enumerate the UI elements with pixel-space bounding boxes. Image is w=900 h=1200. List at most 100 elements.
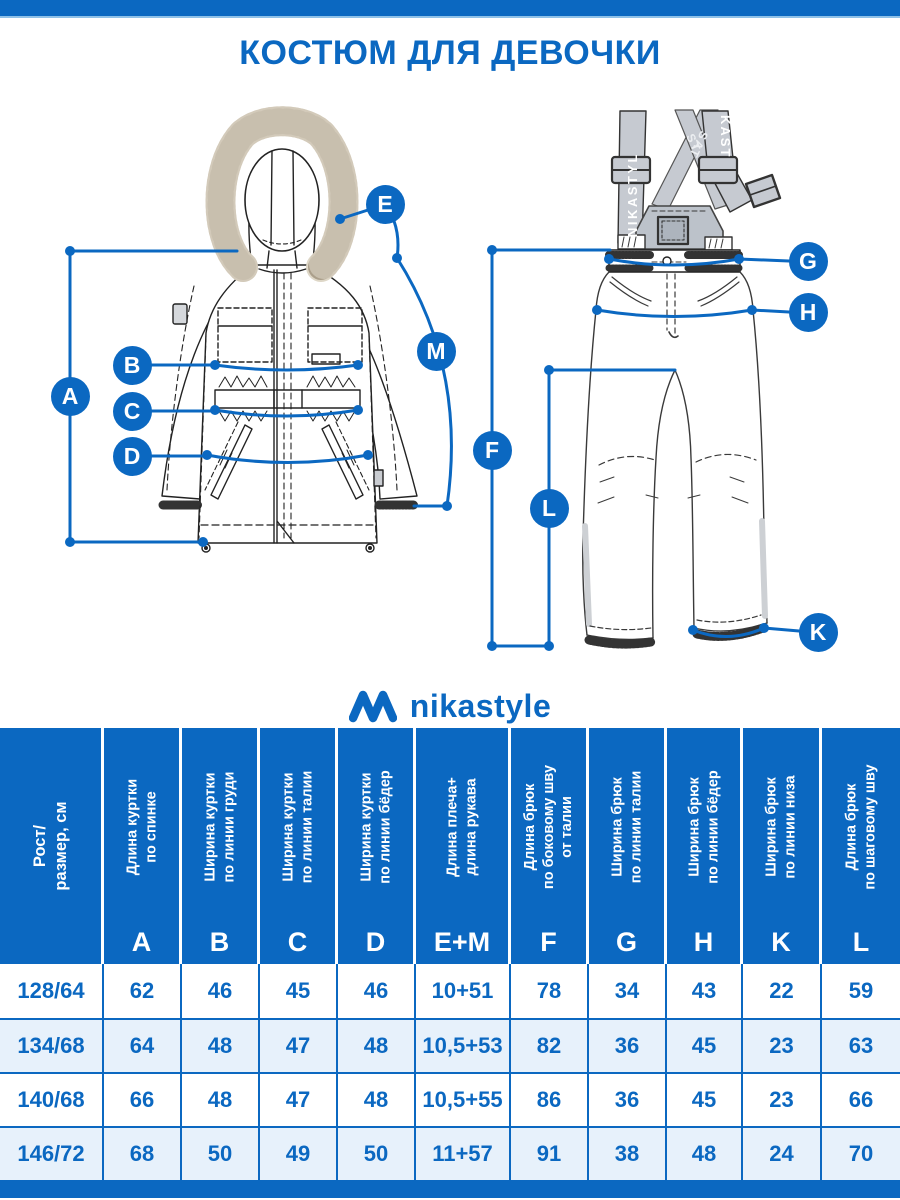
header-col-G: Ширина брюк по линии талии G [589, 728, 667, 964]
value-cell: 86 [511, 1072, 589, 1126]
header-desc: Длина брюк по шаговому шву [843, 764, 878, 890]
header-desc: Длина плеча+ длина рукава [444, 777, 479, 877]
measure-bubble-D: D [112, 436, 152, 476]
measure-bubble-F: F [472, 430, 512, 470]
header-desc: Ширина куртки по линии талии [279, 770, 315, 884]
value-cell: 63 [822, 1018, 900, 1072]
header-letter: H [693, 927, 714, 957]
value-cell: 45 [260, 964, 338, 1018]
measure-bubble-M: M [416, 331, 456, 371]
value-cell: 11+57 [416, 1126, 511, 1180]
value-cell: 48 [338, 1018, 416, 1072]
header-letter: G [615, 927, 637, 957]
size-cell: 146/72 [0, 1126, 104, 1180]
value-cell: 78 [511, 964, 589, 1018]
header-letter: C [287, 927, 308, 957]
top-accent-bar [0, 0, 900, 18]
value-cell: 45 [667, 1018, 743, 1072]
value-cell: 50 [182, 1126, 260, 1180]
value-cell: 48 [338, 1072, 416, 1126]
value-cell: 36 [589, 1018, 667, 1072]
value-cell: 10,5+55 [416, 1072, 511, 1126]
measure-letter: C [123, 397, 141, 424]
table-row: 128/64 62 46 45 46 10+51 78 34 43 22 59 [0, 964, 900, 1018]
value-cell: 70 [822, 1126, 900, 1180]
value-cell: 68 [104, 1126, 182, 1180]
header-col-C: Ширина куртки по линии талии C [260, 728, 338, 964]
measure-letter: A [61, 382, 79, 409]
measure-letter: F [484, 436, 500, 463]
measure-letter: K [809, 618, 827, 645]
measure-bubble-A: A [50, 376, 90, 416]
header-col-F: Длина брюк по боковому шву от талии F [511, 728, 589, 964]
header-desc: Ширина брюк по линии бёдер [685, 770, 721, 884]
header-col-D: Ширина куртки по линии бёдер D [338, 728, 416, 964]
value-cell: 62 [104, 964, 182, 1018]
measure-bubble-H: H [788, 292, 828, 332]
measure-bubble-B: B [112, 345, 152, 385]
value-cell: 47 [260, 1072, 338, 1126]
header-size-column: Рост/ размер, см [0, 728, 104, 964]
value-cell: 10,5+53 [416, 1018, 511, 1072]
header-desc: Ширина куртки по линии груди [201, 771, 237, 883]
header-desc: Длина брюк по боковому шву от талии [521, 765, 575, 890]
size-table: Рост/ размер, см Длина куртки по спинке … [0, 728, 900, 1180]
value-cell: 59 [822, 964, 900, 1018]
value-cell: 66 [822, 1072, 900, 1126]
header-col-B: Ширина куртки по линии груди B [182, 728, 260, 964]
measure-letter: B [123, 351, 141, 378]
header-letter: K [771, 927, 791, 957]
header-col-L: Длина брюк по шаговому шву L [822, 728, 900, 964]
header-desc: Ширина куртки по линии бёдер [357, 770, 393, 884]
measure-bubble-L: L [529, 488, 569, 528]
header-desc: Длина куртки по спинке [123, 778, 159, 876]
value-cell: 46 [182, 964, 260, 1018]
measure-letter: E [377, 190, 393, 217]
brand-logo-icon [348, 690, 397, 722]
value-cell: 36 [589, 1072, 667, 1126]
value-cell: 23 [743, 1072, 822, 1126]
value-cell: 38 [589, 1126, 667, 1180]
bottom-accent-bar [0, 1180, 900, 1198]
measure-bubble-E: E [365, 184, 405, 224]
value-cell: 82 [511, 1018, 589, 1072]
value-cell: 45 [667, 1072, 743, 1126]
size-cell: 134/68 [0, 1018, 104, 1072]
measure-letter: M [426, 337, 446, 364]
header-letter: D [365, 927, 386, 957]
suspender-text-right: KAST [718, 115, 733, 158]
header-col-EM: Длина плеча+ длина рукава E+M [416, 728, 511, 964]
suspender-text-back-right: ST [683, 132, 704, 155]
measure-letter: L [541, 494, 557, 521]
value-cell: 43 [667, 964, 743, 1018]
suspender-text-left: NIKASTYL [625, 152, 640, 237]
measure-letter: H [799, 298, 817, 325]
header-desc: Ширина брюк по линии талии [608, 770, 644, 884]
value-cell: 10+51 [416, 964, 511, 1018]
value-cell: 91 [511, 1126, 589, 1180]
value-cell: 22 [743, 964, 822, 1018]
value-cell: 66 [104, 1072, 182, 1126]
measure-letter: G [799, 247, 817, 274]
header-letter: L [852, 927, 870, 957]
table-row: 134/68 64 48 47 48 10,5+53 82 36 45 23 6… [0, 1018, 900, 1072]
page-title: КОСТЮМ ДЛЯ ДЕВОЧКИ [239, 34, 661, 72]
value-cell: 50 [338, 1126, 416, 1180]
value-cell: 47 [260, 1018, 338, 1072]
size-cell: 128/64 [0, 964, 104, 1018]
value-cell: 64 [104, 1018, 182, 1072]
measure-bubble-K: K [798, 612, 838, 652]
suspender-text-back-left: SAT [686, 129, 711, 161]
header-size-label: Рост/ размер, см [30, 801, 70, 891]
value-cell: 24 [743, 1126, 822, 1180]
header-desc: Ширина брюк по линии низа [763, 775, 798, 879]
size-cell: 140/68 [0, 1072, 104, 1126]
value-cell: 48 [182, 1018, 260, 1072]
pants-drawing: NIKASTYL KAST SAT ST [582, 109, 782, 649]
header-col-A: Длина куртки по спинке A [104, 728, 182, 964]
header-letter: B [209, 927, 230, 957]
header-col-K: Ширина брюк по линии низа K [743, 728, 822, 964]
diagram-section: КОСТЮМ ДЛЯ ДЕВОЧКИ [0, 18, 900, 728]
value-cell: 48 [667, 1126, 743, 1180]
table-row: 146/72 68 50 49 50 11+57 91 38 48 24 70 [0, 1126, 900, 1180]
